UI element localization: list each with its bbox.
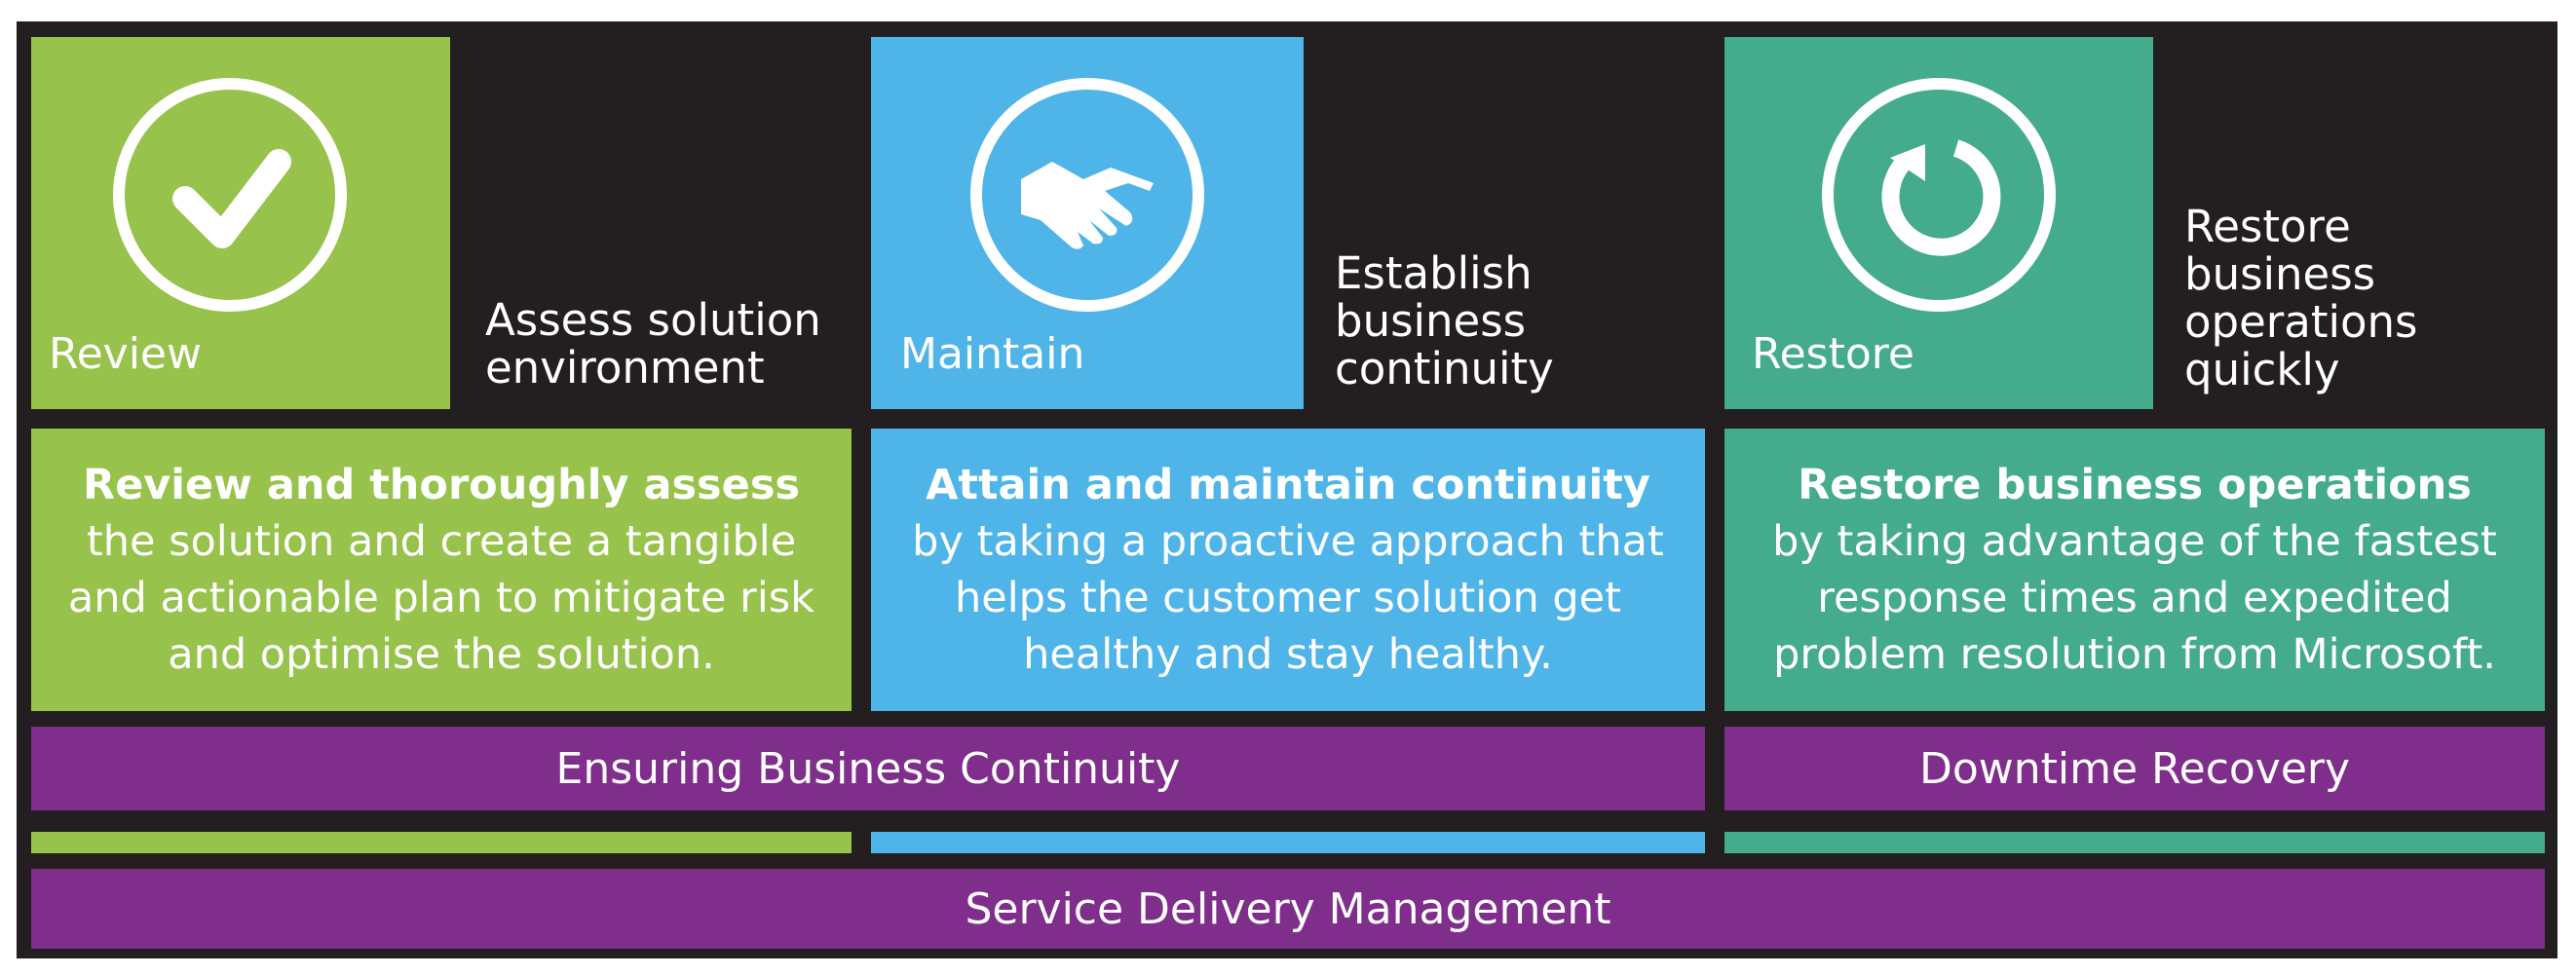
restore-description: Restore business operations by taking ad… bbox=[1724, 429, 2545, 711]
blue-strip bbox=[871, 832, 1705, 853]
tile-label-review: Review bbox=[49, 329, 202, 379]
review-tile: Review bbox=[31, 37, 450, 409]
checkmark-icon bbox=[113, 78, 347, 312]
refresh-icon bbox=[1822, 78, 2056, 312]
ensuring-business-continuity-bar: Ensuring Business Continuity bbox=[31, 727, 1705, 810]
maintain-description: Attain and maintain continuity by taking… bbox=[871, 429, 1705, 711]
maintain-description-heading: Attain and maintain continuity bbox=[926, 461, 1650, 509]
review-description: Review and thoroughly assess the solutio… bbox=[31, 429, 852, 711]
side-text-review: Assess solution environment bbox=[485, 294, 821, 394]
side-text-restore: Restore business operations quickly bbox=[2184, 201, 2418, 395]
restore-tile: Restore bbox=[1724, 37, 2153, 409]
restore-description-heading: Restore business operations bbox=[1798, 461, 2472, 509]
maintain-tile: Maintain bbox=[871, 37, 1304, 409]
review-description-heading: Review and thoroughly assess bbox=[82, 461, 801, 509]
teal-strip bbox=[1724, 832, 2545, 853]
downtime-recovery-bar: Downtime Recovery bbox=[1724, 727, 2545, 810]
side-text-maintain: Establish business continuity bbox=[1335, 247, 1554, 394]
tile-label-maintain: Maintain bbox=[900, 329, 1085, 379]
tile-label-restore: Restore bbox=[1752, 329, 1914, 379]
service-delivery-management-bar: Service Delivery Management bbox=[31, 869, 2545, 949]
handshake-icon bbox=[970, 78, 1204, 312]
green-strip bbox=[31, 832, 852, 853]
